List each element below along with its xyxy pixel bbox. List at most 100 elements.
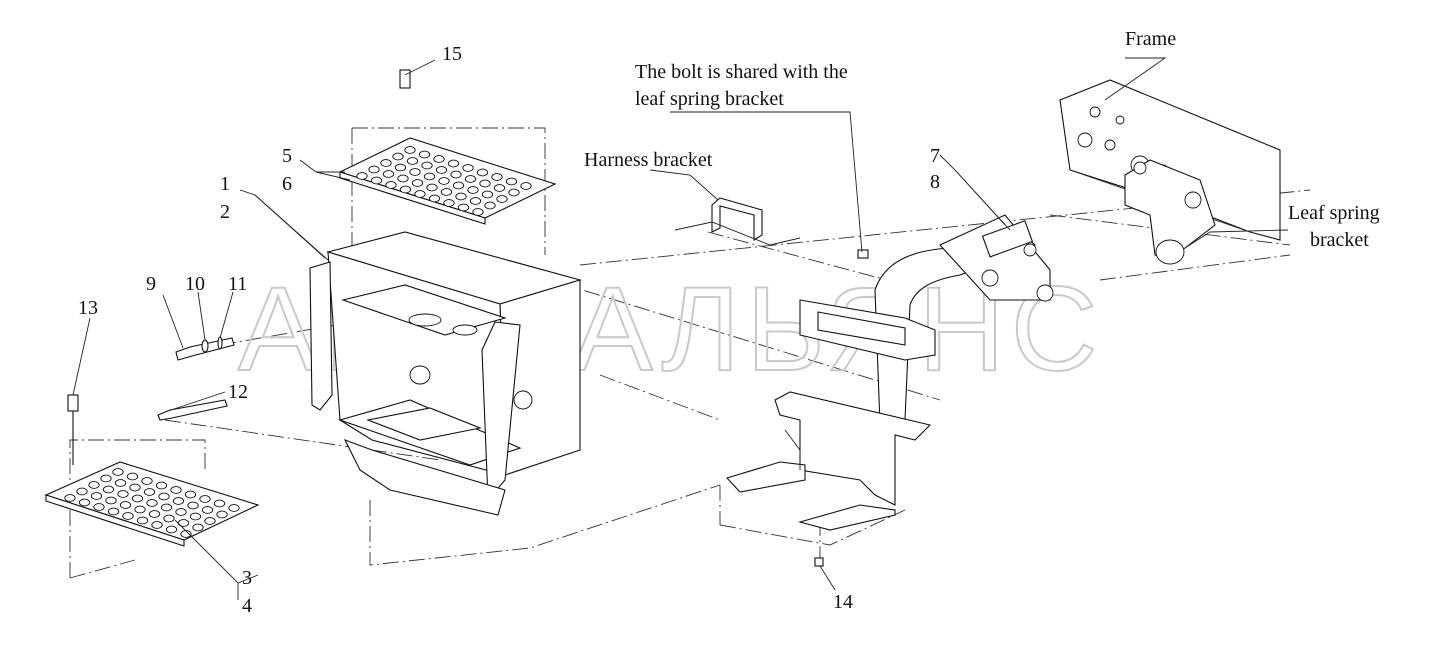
perforation-hole: [418, 150, 431, 159]
perforation-hole: [399, 185, 412, 194]
callout-7: 7: [930, 145, 940, 167]
perforation-hole: [484, 201, 496, 210]
callout-1: 1: [220, 173, 230, 195]
perforation-hole: [356, 172, 368, 180]
perforation-hole: [491, 173, 503, 181]
perforation-hole: [380, 159, 392, 167]
perforation-hole: [187, 501, 199, 510]
perforation-hole: [172, 497, 185, 505]
callout-15: 15: [442, 43, 462, 65]
perforation-hole: [107, 507, 120, 516]
label-bolt-line1: The bolt is shared with the: [635, 61, 848, 83]
perforation-hole: [88, 481, 100, 489]
callouts: 15 5 6 1 2 9 10 11 13 12 3 4 14 7 8: [78, 43, 940, 617]
perforation-hole: [117, 490, 129, 498]
shared-bolt: [857, 249, 869, 259]
washer-10: [201, 339, 209, 353]
perforation-hole: [64, 494, 76, 502]
perforation-hole: [411, 179, 424, 187]
perforation-hole: [165, 525, 178, 534]
perforation-hole: [93, 503, 105, 511]
perforation-hole: [134, 505, 146, 514]
perforation-hole: [160, 503, 173, 512]
callout-12: 12: [228, 381, 248, 403]
upper-step-plate: [338, 137, 557, 225]
perforation-hole: [102, 485, 115, 494]
perforation-hole: [192, 523, 204, 532]
perforation-hole: [199, 495, 211, 503]
perforation-hole: [452, 181, 465, 190]
perforation-hole: [148, 510, 161, 518]
perforation-hole: [100, 474, 112, 483]
perforation-hole: [112, 468, 124, 476]
perforation-hole: [184, 490, 197, 499]
lower-step-bracket: [725, 391, 932, 531]
perforation-hole: [496, 195, 508, 203]
perforation-hole: [462, 164, 474, 172]
perforation-hole: [426, 183, 438, 192]
perforation-hole: [438, 177, 450, 185]
perforation-hole: [423, 172, 436, 181]
bolt-15: [399, 69, 411, 89]
callout-4: 4: [242, 595, 252, 617]
callout-11: 11: [228, 273, 247, 295]
perforation-hole: [464, 175, 477, 183]
perforation-hole: [397, 174, 409, 183]
perforation-hole: [163, 514, 175, 523]
label-leaf-line2: bracket: [1310, 229, 1369, 251]
step-housing: [309, 231, 582, 516]
perforation-hole: [472, 208, 484, 216]
perforation-hole: [204, 517, 216, 525]
perforation-hole: [126, 472, 139, 481]
callout-13: 13: [78, 297, 98, 319]
perforation-hole: [129, 483, 141, 492]
perforation-hole: [435, 166, 448, 174]
callout-5: 5: [282, 145, 292, 167]
callout-14: 14: [833, 591, 853, 613]
perforation-hole: [409, 168, 421, 176]
leaf-spring-bracket-part: [1124, 159, 1216, 265]
perforation-hole: [392, 152, 404, 161]
perforation-hole: [189, 512, 202, 521]
leader-lines: [72, 57, 1289, 600]
perforation-hole: [141, 477, 153, 485]
perforation-hole: [131, 494, 144, 503]
perforation-hole: [158, 492, 170, 501]
label-harness-bracket: Harness bracket: [584, 149, 713, 171]
perforation-hole: [143, 488, 156, 496]
bolt-13: [67, 394, 79, 412]
perforation-hole: [476, 168, 489, 177]
support-arm: [799, 214, 1054, 426]
perforation-hole: [508, 188, 520, 197]
perforation-hole: [481, 190, 494, 199]
perforation-hole: [382, 170, 395, 178]
washer-11: [217, 336, 223, 350]
perforation-hole: [119, 501, 132, 509]
perforation-hole: [467, 186, 479, 194]
perforation-hole: [455, 192, 467, 201]
perforation-hole: [385, 181, 397, 189]
perforation-hole: [505, 177, 518, 186]
perforation-hole: [78, 498, 91, 507]
perforation-hole: [457, 203, 470, 212]
callout-3: 3: [242, 567, 252, 589]
perforation-hole: [520, 182, 532, 190]
perforation-hole: [450, 170, 462, 179]
callout-10: 10: [185, 273, 205, 295]
perforation-hole: [428, 194, 441, 203]
perforation-hole: [175, 508, 187, 516]
perforation-hole: [421, 161, 433, 170]
perforation-hole: [479, 179, 491, 188]
perforation-hole: [414, 190, 426, 198]
callout-2: 2: [220, 201, 230, 223]
perforation-hole: [370, 176, 383, 185]
perforation-hole: [443, 199, 455, 207]
lower-step-plate: [44, 461, 260, 547]
perforation-hole: [155, 481, 168, 490]
callout-6: 6: [282, 173, 292, 195]
perforation-hole: [216, 510, 228, 519]
nut-14: [814, 557, 824, 567]
perforation-hole: [433, 155, 445, 163]
perforation-hole: [136, 516, 149, 525]
perforation-hole: [447, 159, 460, 168]
